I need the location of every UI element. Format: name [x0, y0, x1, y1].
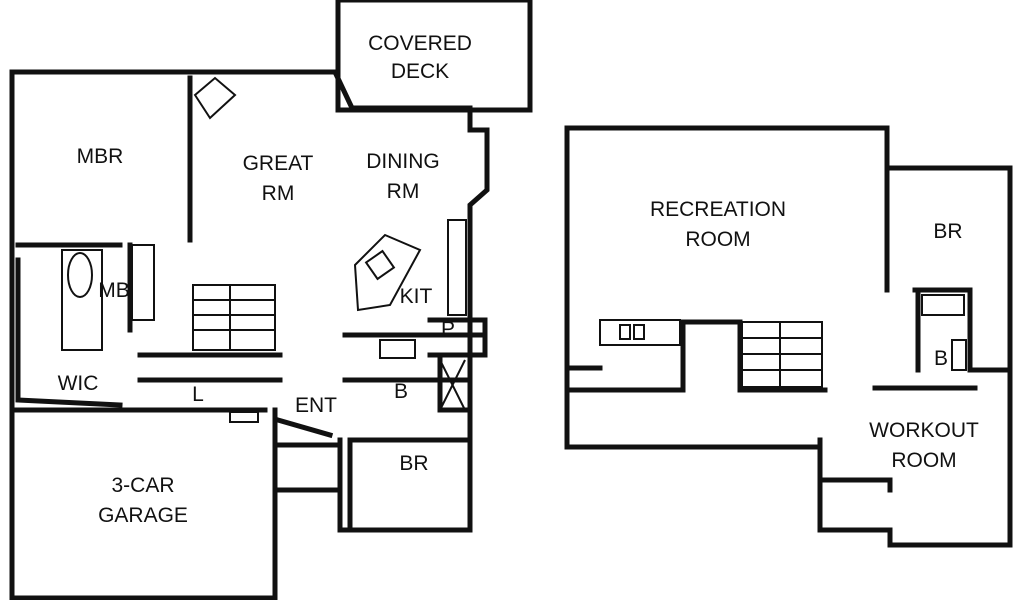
vanity	[951, 339, 967, 371]
stairs	[192, 284, 276, 351]
label-covered-deck: DECK	[391, 60, 449, 83]
lower-floor-labels: RECREATION ROOM BR B WORKOUT ROOM	[650, 198, 979, 472]
kitchen-island	[353, 233, 422, 312]
wet-bar	[599, 319, 681, 346]
label-br: BR	[933, 220, 962, 243]
label-br: BR	[399, 452, 428, 475]
main-floor-labels: COVERED DECK MBR GREAT RM DINING RM MB K…	[58, 32, 472, 527]
label-recreation-room: RECREATION	[650, 198, 786, 221]
label-mbr: MBR	[77, 145, 124, 168]
label-workout-room: WORKOUT	[869, 419, 979, 442]
label-great-rm: RM	[262, 182, 295, 205]
covered-deck-outline	[335, 0, 533, 113]
fireplace	[193, 76, 237, 120]
label-mb: MB	[98, 279, 130, 302]
tub	[921, 294, 965, 316]
lower-floor-plan: RECREATION ROOM BR B WORKOUT ROOM	[564, 125, 1013, 548]
label-bath: B	[394, 380, 408, 403]
label-dining-rm: RM	[387, 180, 420, 203]
counter	[447, 219, 467, 316]
label-dining-rm: DINING	[366, 150, 440, 173]
range	[379, 339, 416, 359]
label-garage: GARAGE	[98, 504, 188, 527]
vanity	[131, 244, 155, 321]
label-wic: WIC	[58, 372, 99, 395]
label-covered-deck: COVERED	[368, 32, 472, 55]
label-pantry: P	[441, 318, 455, 341]
main-floor-plan: COVERED DECK MBR GREAT RM DINING RM MB K…	[9, 0, 533, 600]
label-great-rm: GREAT	[243, 152, 314, 175]
lower-floor-fixtures	[599, 294, 967, 388]
label-ent: ENT	[295, 394, 337, 417]
label-bath: B	[934, 347, 948, 370]
label-laundry: L	[192, 383, 204, 406]
bathtub	[61, 249, 103, 351]
lower-floor-walls	[564, 125, 1013, 548]
label-workout-room: ROOM	[891, 449, 956, 472]
main-floor-fixtures	[61, 76, 467, 423]
label-recreation-room: ROOM	[685, 228, 750, 251]
label-kit: KIT	[400, 285, 433, 308]
label-garage: 3-CAR	[111, 474, 174, 497]
